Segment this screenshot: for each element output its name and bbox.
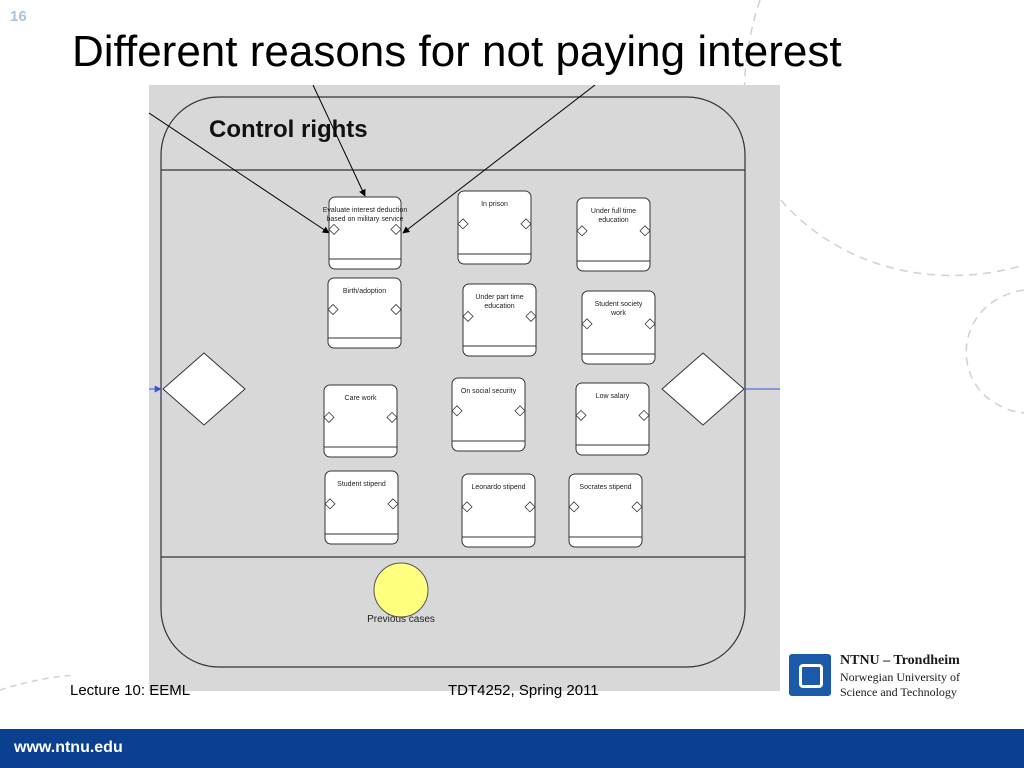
footer-lecture: Lecture 10: EEML xyxy=(70,682,191,699)
task-socrates: Socrates stipend xyxy=(568,473,643,548)
task-care: Care work xyxy=(323,384,398,458)
task-port-left-icon xyxy=(576,225,588,237)
ntnu-logo-icon xyxy=(789,654,831,696)
task-port-right-icon xyxy=(638,409,650,421)
task-label: Evaluate interest deduction xyxy=(323,207,408,214)
task-port-right-icon xyxy=(524,501,536,513)
task-label: Under part time xyxy=(475,294,523,301)
task-prison: In prison xyxy=(457,190,532,265)
task-port-right-icon xyxy=(644,318,656,330)
task-port-right-icon xyxy=(520,218,532,230)
task-port-right-icon xyxy=(639,225,651,237)
task-label: education xyxy=(484,303,514,310)
arrow-2 xyxy=(312,85,366,197)
task-label: Student society xyxy=(595,301,643,308)
footer-url[interactable]: www.ntnu.edu xyxy=(14,739,123,756)
arrow-1 xyxy=(149,112,330,234)
right-gateway xyxy=(661,352,745,426)
task-stipend: Student stipend xyxy=(324,470,399,545)
task-label: Care work xyxy=(345,395,377,402)
task-lowsalary: Low salary xyxy=(575,382,650,456)
eeml-diagram: Control rights Evaluate interest deducti… xyxy=(149,85,780,668)
task-port-left-icon xyxy=(462,310,474,322)
task-port-left-icon xyxy=(324,498,336,510)
task-label: based on military service xyxy=(326,216,403,223)
task-port-right-icon xyxy=(390,303,402,316)
previous-cases-resource xyxy=(373,562,429,618)
task-label: In prison xyxy=(481,201,508,208)
task-port-right-icon xyxy=(514,405,526,417)
task-military: Evaluate interest deduction based on mili… xyxy=(323,196,408,270)
slide-title: Different reasons for not paying interes… xyxy=(72,27,842,76)
ntnu-subtitle-1: Norwegian University of xyxy=(840,670,960,684)
task-label: Birth/adoption xyxy=(343,288,386,295)
task-label: Low salary xyxy=(596,393,630,400)
task-social: On social security xyxy=(451,377,526,452)
task-label: Leonardo stipend xyxy=(471,484,525,491)
slide-number: 16 xyxy=(10,8,27,25)
footer-course: TDT4252, Spring 2011 xyxy=(448,682,599,699)
task-label: Under full time xyxy=(591,208,636,215)
task-port-left-icon xyxy=(323,411,335,423)
task-port-left-icon xyxy=(451,405,463,417)
task-label: Socrates stipend xyxy=(579,484,631,491)
task-label: On social security xyxy=(461,388,517,395)
task-port-right-icon xyxy=(386,411,398,423)
task-port-left-icon xyxy=(328,223,340,235)
task-port-right-icon xyxy=(631,501,643,513)
left-gateway xyxy=(162,352,246,426)
task-label: Student stipend xyxy=(337,481,386,488)
resource-label: Previous cases xyxy=(367,614,435,625)
arrow-3 xyxy=(402,85,596,234)
task-birth: Birth/adoption xyxy=(327,277,402,349)
task-label: education xyxy=(598,217,628,224)
task-port-left-icon xyxy=(457,218,469,230)
task-port-right-icon xyxy=(387,498,399,510)
task-port-left-icon xyxy=(575,409,587,421)
task-port-left-icon xyxy=(581,318,593,330)
task-port-left-icon xyxy=(568,501,580,513)
task-fulltime: Under full time education xyxy=(576,197,651,272)
footer-bar xyxy=(0,729,1024,768)
task-leonardo: Leonardo stipend xyxy=(461,473,536,548)
container-label: Control rights xyxy=(209,116,368,143)
task-port-right-icon xyxy=(390,223,402,235)
task-port-left-icon xyxy=(461,501,473,513)
ntnu-name: NTNU – Trondheim xyxy=(840,653,960,668)
task-society: Student society work xyxy=(581,290,656,365)
task-port-right-icon xyxy=(525,310,537,322)
task-port-left-icon xyxy=(327,303,339,316)
ntnu-subtitle-2: Science and Technology xyxy=(840,685,957,699)
task-label: work xyxy=(610,310,626,317)
task-parttime: Under part time education xyxy=(462,283,537,357)
